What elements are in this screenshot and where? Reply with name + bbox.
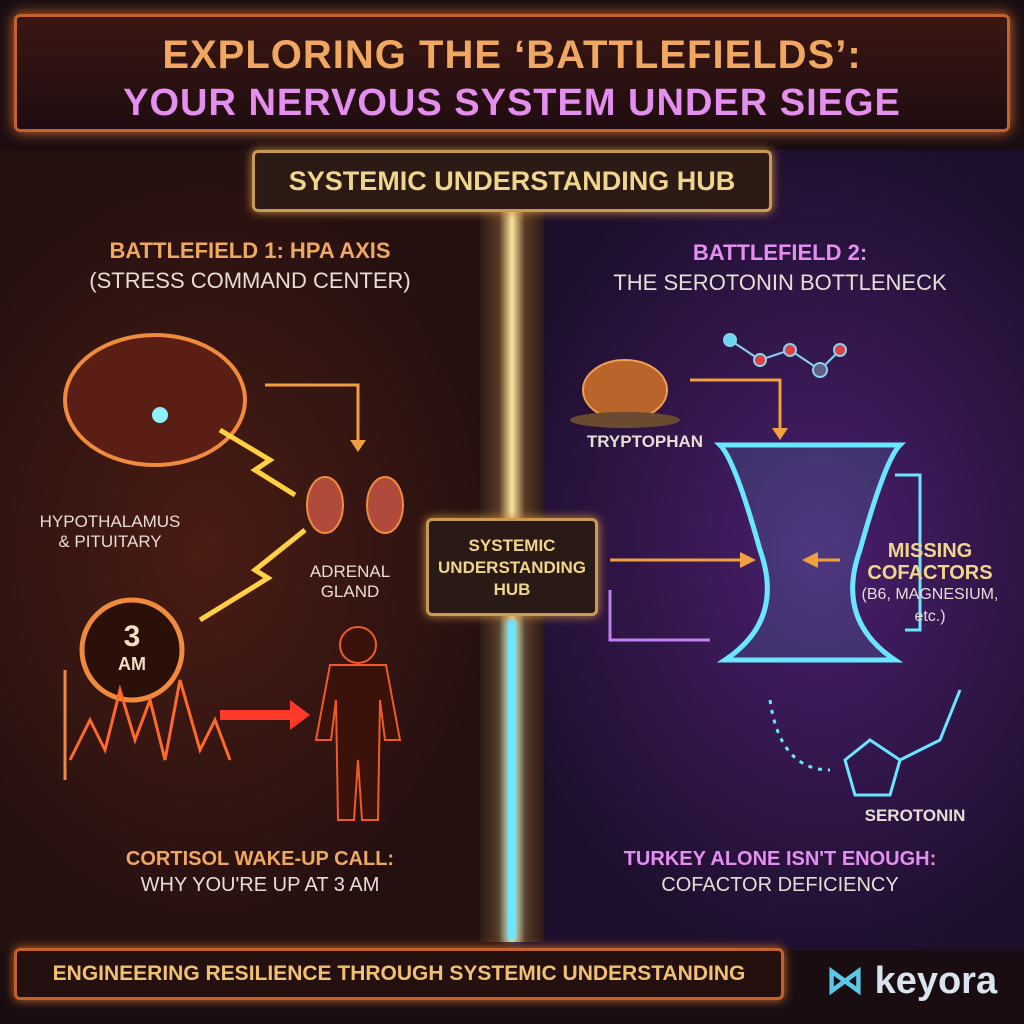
right-title-1: BATTLEFIELD 2: xyxy=(692,240,868,265)
hub-center-box: SYSTEMIC UNDERSTANDING HUB xyxy=(426,518,598,616)
tryptophan-label: TRYPTOPHAN xyxy=(586,432,704,451)
hpa-illustration xyxy=(63,333,404,821)
hypothalamus-dot xyxy=(152,407,168,423)
hourglass-icon xyxy=(713,442,907,663)
serotonin-illustration xyxy=(570,333,962,797)
title-line1: EXPLORING THE ‘BATTLEFIELDS’: xyxy=(162,33,862,77)
right-caption-2: COFACTOR DEFICIENCY xyxy=(661,874,899,896)
clock-number: 3 xyxy=(123,620,141,653)
title-line2: YOUR NERVOUS SYSTEM UNDER SIEGE xyxy=(123,82,901,124)
left-title-2: (STRESS COMMAND CENTER) xyxy=(89,268,411,293)
serotonin-label: SEROTONIN xyxy=(864,806,966,825)
keyora-logo: ⋈ keyora xyxy=(826,960,998,1002)
left-caption-1: CORTISOL WAKE-UP CALL: xyxy=(125,848,395,870)
header-banner: EXPLORING THE ‘BATTLEFIELDS’: YOUR NERVO… xyxy=(14,14,1010,132)
arrow-left xyxy=(802,552,818,568)
person-silhouette-icon xyxy=(314,626,402,821)
hypothalamus-label: HYPOTHALAMUS& PITUITARY xyxy=(39,512,181,551)
turkey-icon xyxy=(582,359,668,421)
brain-icon xyxy=(63,333,247,467)
lightning-icon-2 xyxy=(198,528,307,623)
kidney-left-icon xyxy=(306,476,344,534)
arrow-brain-adrenal xyxy=(265,383,360,445)
footer-banner: ENGINEERING RESILIENCE THROUGH SYSTEMIC … xyxy=(14,948,784,1000)
lightning-icon xyxy=(218,427,297,498)
serotonin-molecule-icon xyxy=(843,738,902,797)
kidney-right-icon xyxy=(366,476,404,534)
clock-icon xyxy=(79,597,185,703)
cortisol-spike-line xyxy=(68,679,232,761)
central-spine-cyan xyxy=(508,620,516,940)
arrow-right xyxy=(740,552,756,568)
left-caption-2: WHY YOU'RE UP AT 3 AM xyxy=(140,874,380,896)
plate-icon xyxy=(570,412,680,428)
tryptophan-molecule-icon xyxy=(723,333,847,378)
right-caption-1: TURKEY ALONE ISN'T ENOUGH: xyxy=(623,848,937,870)
left-title-1: BATTLEFIELD 1: HPA AXIS xyxy=(109,238,391,263)
missing-cofactors-label: MISSING COFACTORS (B6, MAGNESIUM, etc.) xyxy=(861,540,999,625)
right-title-2: THE SEROTONIN BOTTLENECK xyxy=(613,270,947,295)
clock-unit: AM xyxy=(118,654,146,674)
hub-top-banner: SYSTEMIC UNDERSTANDING HUB xyxy=(252,150,772,212)
logo-mark-icon: ⋈ xyxy=(826,960,864,1002)
